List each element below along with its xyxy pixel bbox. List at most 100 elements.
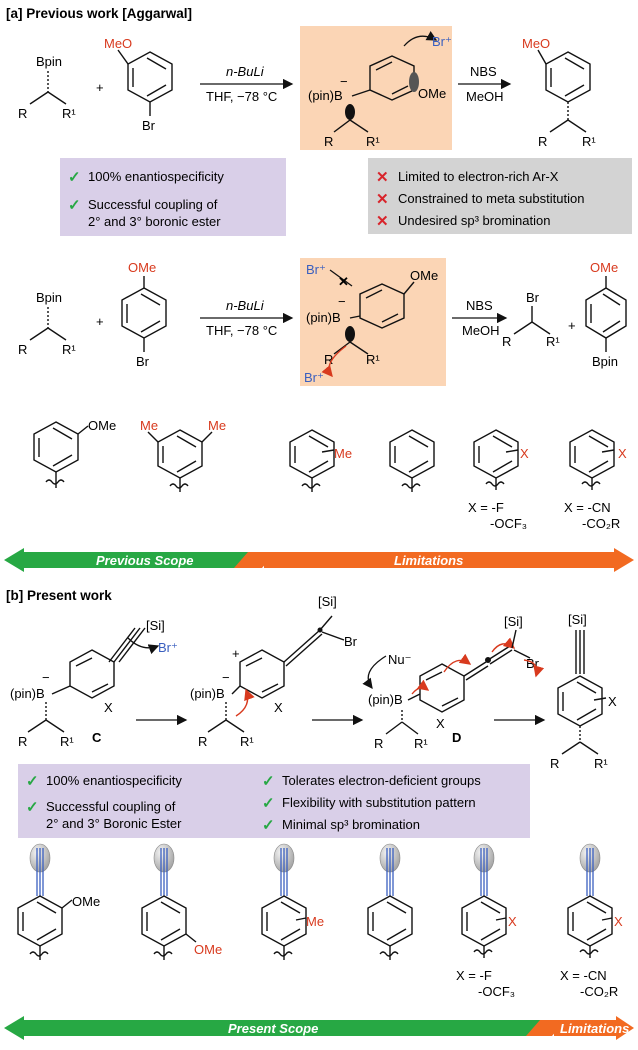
pro-a-3: 2° and 3° boronic ester	[88, 214, 221, 229]
pro-b-2: Successful coupling of	[46, 799, 176, 814]
scope-b-ome-2: OMe	[194, 942, 222, 957]
banner-a-right: Limitations	[394, 553, 463, 568]
reagent-meoh-2: MeOH	[462, 323, 500, 338]
scope-a-toluene: Me	[289, 429, 352, 492]
d-r1: R¹	[414, 736, 428, 751]
svg-text:✓: ✓	[26, 799, 39, 816]
svg-text:✓: ✓	[68, 169, 81, 186]
pro-a-2: Successful coupling of	[88, 197, 218, 212]
c-r1: R¹	[60, 734, 74, 749]
brplus-top: Br⁺	[306, 262, 326, 277]
scope-a-me: Me	[334, 446, 352, 461]
row2-step1-arrow: n-BuLi THF, −78 °C	[200, 298, 294, 338]
scope-a-x2: X	[618, 446, 627, 461]
pro-b-1: 100% enantiospecificity	[46, 773, 182, 788]
prod-r1-label: R¹	[582, 134, 596, 149]
scope-a-me-right: Me	[208, 418, 226, 433]
ome-label: OMe	[418, 86, 446, 101]
svg-text:✓: ✓	[68, 197, 81, 214]
svg-text:✓: ✓	[262, 773, 275, 790]
ome-label-2: OMe	[128, 260, 156, 275]
intermediate-c: [Si] Br⁺ X (pin)B − R R¹ C	[10, 618, 178, 749]
allene-charge: −	[222, 670, 230, 685]
c-brplus: Br⁺	[158, 640, 178, 655]
svg-text:✓: ✓	[26, 773, 39, 790]
plus-sign-3: +	[568, 318, 576, 333]
section-b-header: [b] Present work	[6, 588, 112, 603]
pros-box-a: ✓ 100% enantiospecificity ✓ Successful c…	[60, 158, 286, 236]
allene-si: [Si]	[318, 594, 337, 609]
row2-boronic-ester: Bpin R R¹	[18, 290, 76, 357]
svg-text:✕: ✕	[338, 274, 349, 289]
reagent-meoh: MeOH	[466, 89, 504, 104]
banner-b: Present Scope Limitations	[4, 1016, 634, 1040]
con-a-1: Limited to electron-rich Ar-X	[398, 169, 559, 184]
product-b: [Si] X R R¹	[550, 612, 617, 771]
scope-a-xylene: Me Me	[140, 418, 226, 492]
scope-b-ome-1: OMe	[72, 894, 100, 909]
scope-a-xc2: -CO₂R	[582, 516, 620, 531]
row1-step2-arrow: NBS MeOH	[458, 64, 512, 104]
d-label: D	[452, 730, 461, 745]
r1-label-2: R¹	[62, 342, 76, 357]
prod-b-r1: R¹	[594, 756, 608, 771]
scope-a-haloarene: X X = -F -OCF₃	[468, 429, 529, 531]
row1-step1-arrow: n-BuLi THF, −78 °C	[200, 64, 294, 104]
scope-a-me-left: Me	[140, 418, 158, 433]
scope-b-me: Me	[306, 914, 324, 929]
int-ome-2: OMe	[410, 268, 438, 283]
row1-product: MeO R R¹	[522, 36, 596, 149]
c-pinb: (pin)B	[10, 686, 45, 701]
r1-label: R¹	[62, 106, 76, 121]
reagent-thf: THF, −78 °C	[206, 89, 277, 104]
scope-b-xc2: -CO₂R	[580, 984, 618, 999]
scope-a-ome: OMe	[88, 418, 116, 433]
svg-text:✕: ✕	[376, 169, 389, 186]
int-r-2: R	[324, 352, 333, 367]
scope-b-item-6: X X = -CN -CO₂R	[560, 843, 623, 999]
pro-b-3: 2° and 3° Boronic Ester	[46, 816, 182, 831]
meo-label: MeO	[104, 36, 132, 51]
int-r1-label: R¹	[366, 134, 380, 149]
brplus-label: Br⁺	[432, 34, 452, 49]
con-a-3: Undesired sp³ bromination	[398, 213, 550, 228]
con-a-2: Constrained to meta substitution	[398, 191, 584, 206]
row2-aryl-bromide: OMe Br	[121, 260, 167, 369]
scope-a-xf1: X = -F	[468, 500, 504, 515]
reagent-nbs: NBS	[470, 64, 497, 79]
scope-b-item-1: OMe	[17, 843, 100, 960]
reagent-nbuli: n-BuLi	[226, 64, 265, 79]
int-r-label: R	[324, 134, 333, 149]
allene-x: X	[274, 700, 283, 715]
row2-aryl-bpin-product: OMe Bpin	[585, 260, 627, 369]
d-si: [Si]	[504, 614, 523, 629]
row2-intermediate-box: Br⁺ ✕ OMe (pin)B − R R¹ Br⁺	[300, 258, 446, 386]
scope-a-anisole: OMe	[33, 418, 116, 488]
svg-text:✓: ✓	[262, 795, 275, 812]
row2-step2-arrow: NBS MeOH	[452, 298, 508, 338]
scope-a-cyanoarene: X X = -CN -CO₂R	[564, 429, 627, 531]
prod-b-si: [Si]	[568, 612, 587, 627]
scope-b-item-3: Me	[261, 843, 324, 960]
plus-sign-2: +	[96, 314, 104, 329]
d-r: R	[374, 736, 383, 751]
row1-aryl-bromide: MeO Br	[104, 36, 173, 133]
prod-bpin-label: Bpin	[592, 354, 618, 369]
scope-a-x1: X	[520, 446, 529, 461]
intermediate-d: Nu⁻ (pin)B [Si] Br X R R¹ D	[362, 614, 545, 751]
pro-b-5: Flexibility with substitution pattern	[282, 795, 476, 810]
c-charge: −	[42, 670, 50, 685]
reagent-thf-2: THF, −78 °C	[206, 323, 277, 338]
c-r: R	[18, 734, 27, 749]
prod-meo-label: MeO	[522, 36, 550, 51]
c-label: C	[92, 730, 102, 745]
scope-b-x2: X	[614, 914, 623, 929]
reagent-nbs-2: NBS	[466, 298, 493, 313]
intermediate-allene: [Si] Br + X (pin)B − R R¹	[190, 594, 358, 749]
bpin-label: Bpin	[36, 54, 62, 69]
allene-r1: R¹	[240, 734, 254, 749]
svg-text:✕: ✕	[376, 213, 389, 230]
c-x-label: X	[104, 700, 113, 715]
prod-ome-2: OMe	[590, 260, 618, 275]
